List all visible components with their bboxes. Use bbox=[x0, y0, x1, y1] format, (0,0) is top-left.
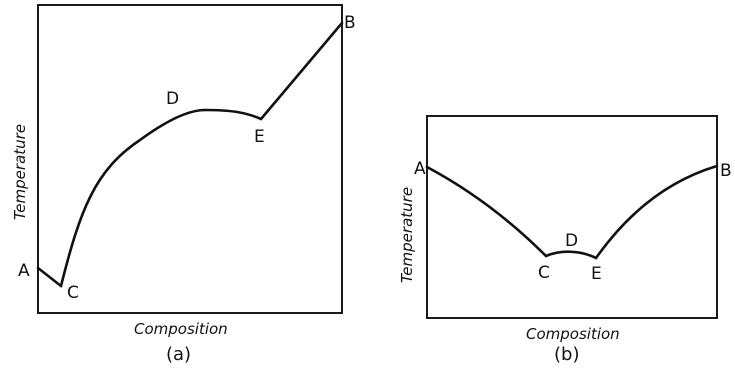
panel-a-point-c-label: C bbox=[67, 283, 79, 303]
panel-a-curve-ac bbox=[36, 266, 63, 288]
panel-b-frame bbox=[426, 115, 718, 319]
panel-a-curve-de bbox=[203, 108, 263, 121]
panel-b-curve-cde bbox=[544, 250, 598, 260]
panel-b-point-b-label: B bbox=[720, 161, 732, 181]
panel-b-ylabel: Temperature bbox=[398, 187, 416, 283]
panel-a-frame bbox=[37, 4, 343, 314]
panel-b-caption: (b) bbox=[554, 344, 579, 365]
panel-b-curve-eb bbox=[594, 164, 719, 260]
panel-b-point-a-label: A bbox=[414, 159, 426, 179]
panel-b-point-e-label: E bbox=[591, 264, 602, 284]
panel-a-curve-eb bbox=[259, 21, 344, 121]
panel-a-point-a-label: A bbox=[18, 261, 30, 281]
panel-a-xlabel: Composition bbox=[134, 320, 228, 338]
panel-a-curve-cd bbox=[59, 108, 207, 288]
panel-a-caption: (a) bbox=[166, 344, 191, 365]
panel-b-curve-ac bbox=[425, 165, 548, 258]
panel-b: A C D E B Temperature Composition (b) bbox=[398, 115, 732, 365]
panel-a-ylabel: Temperature bbox=[11, 124, 29, 220]
panel-a-point-d-label: D bbox=[166, 89, 179, 109]
panel-a: A C D E B Temperature Composition (a) bbox=[11, 4, 356, 365]
panel-b-point-d-label: D bbox=[565, 231, 578, 251]
panel-a-point-b-label: B bbox=[344, 13, 356, 33]
panel-a-point-e-label: E bbox=[254, 127, 265, 147]
panel-b-point-c-label: C bbox=[538, 263, 550, 283]
panel-b-xlabel: Composition bbox=[526, 325, 620, 343]
